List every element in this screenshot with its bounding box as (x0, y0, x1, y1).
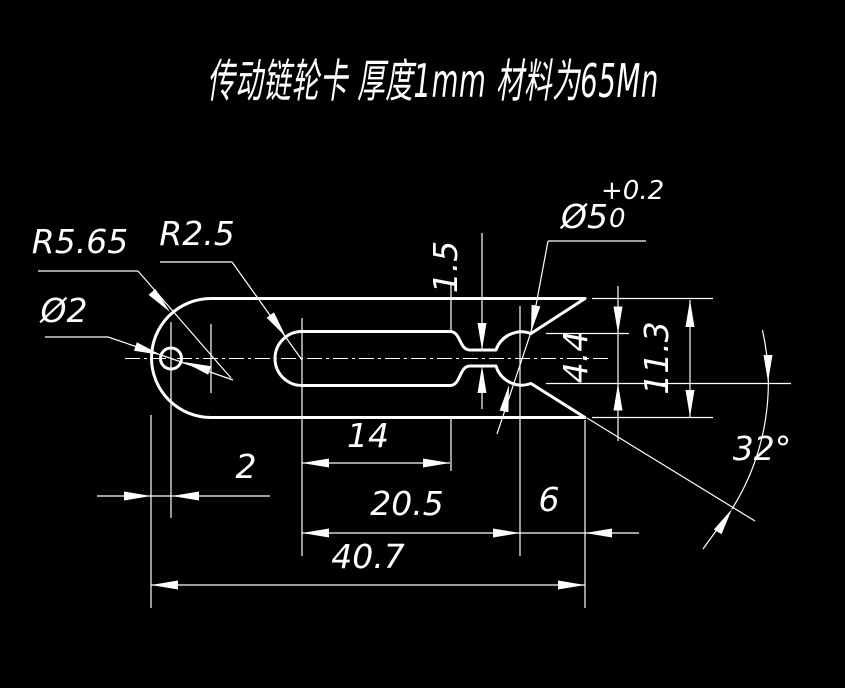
dim-neck-gap[interactable]: 1.5 (426, 233, 487, 409)
dim-slot-to-hole[interactable]: 20.5 (302, 484, 639, 538)
arrowhead (151, 580, 178, 590)
arrowhead (493, 528, 520, 538)
arrowhead (585, 528, 612, 538)
dim-value: 32° (733, 429, 792, 468)
leader-line (137, 270, 232, 379)
dim-hole-to-tip[interactable]: 6 (539, 480, 613, 538)
dim-value: 20.5 (370, 484, 443, 523)
dim-overall-height[interactable]: 11.3 (637, 300, 695, 417)
dim-value: R2.5 (159, 214, 234, 253)
dim-mouth-opening[interactable]: 4.4 (556, 286, 623, 441)
leader-slot-radius[interactable]: R2.5 (159, 214, 303, 361)
arrowhead (558, 580, 585, 590)
arrowhead (477, 323, 487, 350)
arrowhead (184, 362, 211, 375)
arrowhead (134, 342, 161, 355)
dim-value: R5.65 (32, 222, 128, 261)
leader-small-hole[interactable]: Ø2 (39, 291, 234, 381)
angle-leg-line (586, 417, 756, 522)
dim-hole-offset[interactable]: 2 (97, 447, 270, 501)
centerlines[interactable] (125, 284, 610, 556)
arrowhead (531, 304, 541, 332)
dim-value: 4.4 (556, 331, 595, 383)
arrowhead (685, 300, 695, 327)
arrowhead (763, 355, 773, 382)
dim-overall-length[interactable]: 40.7 (151, 537, 585, 590)
dim-value: Ø5 (559, 197, 608, 236)
tolerance-lower: 0 (609, 204, 626, 234)
leader-outer-radius[interactable]: R5.65 (32, 222, 232, 379)
arrowhead (423, 458, 450, 468)
dim-slot-length[interactable]: 14 (302, 416, 450, 468)
dim-value: 1.5 (426, 241, 465, 293)
tolerance-upper: +0.2 (601, 176, 664, 206)
arrowhead (477, 366, 487, 393)
title-text: 传动链轮卡 厚度1mm 材料为65Mn (207, 54, 659, 108)
arrowhead (172, 491, 199, 501)
clip-body-outline (150, 297, 587, 419)
leader-line (231, 261, 303, 361)
extension-lines[interactable] (150, 297, 791, 609)
leader-big-hole[interactable]: Ø5 +0.2 0 (496, 176, 664, 435)
arrowhead (148, 288, 170, 312)
dim-value: 2 (236, 447, 257, 486)
arrowhead (266, 312, 286, 337)
arrowhead (499, 385, 509, 413)
arrowhead (302, 458, 329, 468)
dim-value: 40.7 (331, 537, 404, 576)
dim-value: Ø2 (39, 291, 88, 330)
angle-arc (731, 329, 769, 510)
leader-tail (496, 331, 532, 435)
drawing-title[interactable]: 传动链轮卡 厚度1mm 材料为65Mn (207, 54, 659, 108)
arrowhead (613, 306, 623, 334)
arrowhead (302, 528, 329, 538)
dim-mouth-angle[interactable]: 32° (586, 329, 792, 550)
arrowhead (685, 390, 695, 417)
arrowhead (713, 509, 732, 535)
dim-value: 11.3 (637, 321, 676, 394)
arrowhead (613, 383, 623, 411)
dim-value: 6 (539, 480, 560, 519)
dim-value: 14 (347, 416, 389, 455)
arrowhead (124, 491, 151, 501)
